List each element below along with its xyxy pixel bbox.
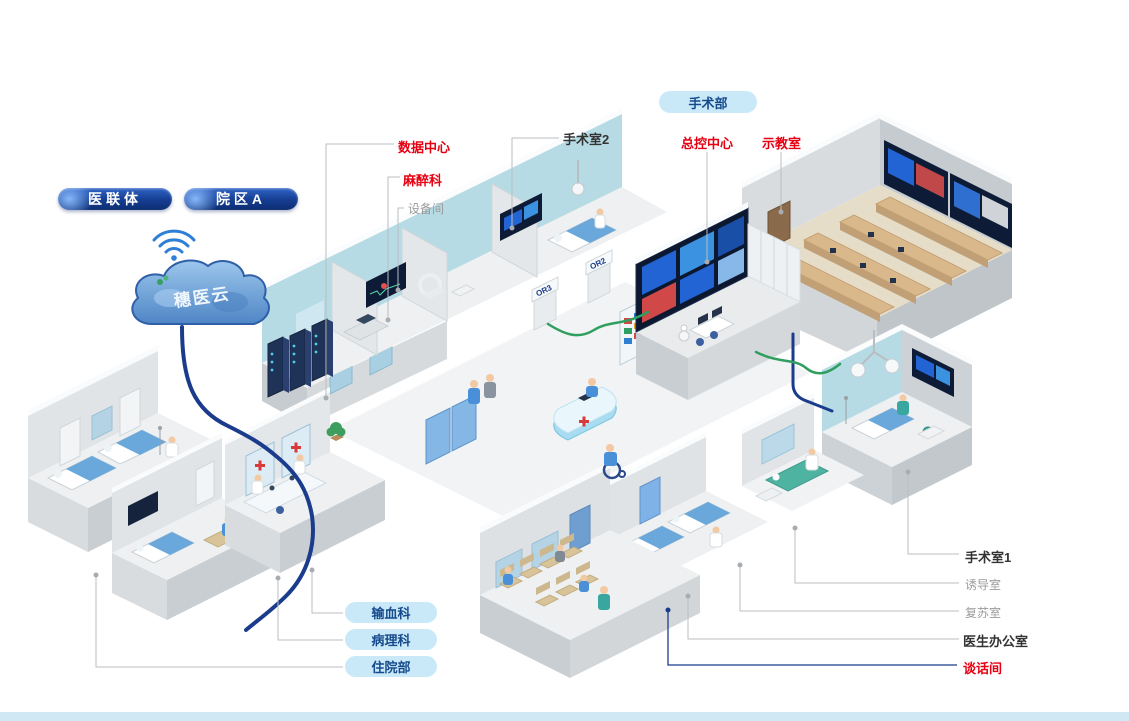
room-operating-1 bbox=[822, 324, 972, 505]
leader-anesthesia bbox=[387, 176, 400, 318]
standing-person bbox=[598, 594, 610, 610]
pill-surgery-department[interactable]: 手术部 bbox=[659, 91, 757, 113]
network-cables bbox=[180, 310, 842, 632]
pill-pathology[interactable]: 病理科 bbox=[345, 629, 437, 650]
surgical-lamp bbox=[571, 182, 585, 196]
room-teaching bbox=[742, 112, 1012, 366]
ward-door bbox=[195, 460, 215, 507]
leader-pathology bbox=[277, 580, 343, 641]
leader-induction bbox=[794, 530, 959, 584]
surgeon-figure bbox=[897, 401, 909, 415]
sitting-person bbox=[579, 581, 589, 592]
room-exam bbox=[742, 393, 864, 511]
leader-doctor-office bbox=[687, 598, 959, 640]
wing-top-left bbox=[262, 108, 667, 426]
leader-inpatient bbox=[95, 577, 343, 668]
room-office-waiting bbox=[480, 462, 700, 678]
leader-or1 bbox=[907, 474, 959, 555]
callout-master-control: 总控中心 bbox=[681, 136, 734, 151]
sitting-person bbox=[555, 551, 565, 562]
wifi-icon bbox=[152, 229, 196, 261]
callout-data-center: 数据中心 bbox=[398, 140, 451, 155]
ward-tv bbox=[128, 491, 158, 526]
callout-operating-room-2: 手术室2 bbox=[563, 132, 610, 147]
pill-blood-transfusion[interactable]: 输血科 bbox=[345, 602, 437, 623]
room-master-control bbox=[635, 202, 801, 400]
ward-door bbox=[639, 476, 661, 525]
badge-medical-alliance[interactable]: 医联体 bbox=[58, 188, 172, 210]
surgical-light bbox=[884, 358, 900, 374]
callout-induction-room: 诱导室 bbox=[965, 578, 1002, 592]
callout-talk-room: 谈话间 bbox=[963, 661, 1003, 676]
double-door bbox=[425, 407, 451, 465]
callout-teaching-room: 示教室 bbox=[762, 136, 802, 151]
callout-recovery-room: 复苏室 bbox=[965, 606, 1002, 620]
callout-equipment-room: 设备间 bbox=[408, 202, 445, 216]
room-anesthesia bbox=[366, 262, 476, 308]
hall-furniture: OR2 OR3 bbox=[326, 249, 626, 480]
control-desk bbox=[688, 315, 736, 339]
doctor-figure bbox=[805, 454, 819, 471]
server-racks bbox=[267, 318, 333, 398]
sitting-person bbox=[503, 574, 513, 585]
leader-or2 bbox=[511, 137, 559, 226]
pill-inpatient[interactable]: 住院部 bbox=[345, 656, 437, 677]
wheelchair-user bbox=[604, 452, 617, 466]
control-or1-cable bbox=[791, 332, 834, 413]
surgical-light bbox=[850, 362, 866, 378]
callout-doctor-office: 医生办公室 bbox=[963, 634, 1029, 649]
visitor-figure bbox=[468, 388, 480, 404]
green-cable-left bbox=[546, 310, 650, 337]
callout-anesthesia: 麻醉科 bbox=[403, 173, 443, 188]
lab-tech-figure bbox=[293, 460, 306, 475]
plant bbox=[326, 422, 346, 441]
cloud-cable bbox=[180, 325, 315, 632]
visitor-figure bbox=[484, 382, 496, 398]
leader-talk-room bbox=[667, 612, 957, 666]
leader-recovery bbox=[739, 567, 959, 612]
green-cable-right bbox=[754, 350, 842, 375]
leader-dots bbox=[93, 209, 911, 613]
nurse-figure bbox=[165, 442, 179, 458]
leader-data-center bbox=[325, 143, 394, 396]
leader-blood bbox=[311, 572, 343, 614]
ward-door bbox=[59, 417, 81, 467]
cloud-icon: 穗医云 bbox=[131, 259, 270, 325]
room-equipment bbox=[342, 314, 390, 341]
bottom-strip bbox=[0, 712, 1129, 721]
doctor-figure bbox=[594, 214, 606, 229]
badge-campus-a[interactable]: 院区A bbox=[184, 188, 298, 210]
room-lab bbox=[225, 387, 385, 573]
robot bbox=[678, 330, 690, 342]
lab-bench bbox=[242, 471, 328, 514]
nurse-figure bbox=[709, 532, 723, 548]
leader-equipment bbox=[397, 207, 404, 288]
callout-operating-room-1: 手术室1 bbox=[965, 550, 1012, 565]
teaching-wall-screens bbox=[884, 140, 1012, 248]
lab-tech-figure bbox=[251, 480, 264, 495]
waiting-chairs bbox=[498, 533, 600, 607]
leader-lines bbox=[95, 137, 959, 668]
receptionist-figure bbox=[586, 386, 598, 397]
room-operating-2 bbox=[500, 160, 618, 253]
ward-door bbox=[119, 387, 141, 437]
